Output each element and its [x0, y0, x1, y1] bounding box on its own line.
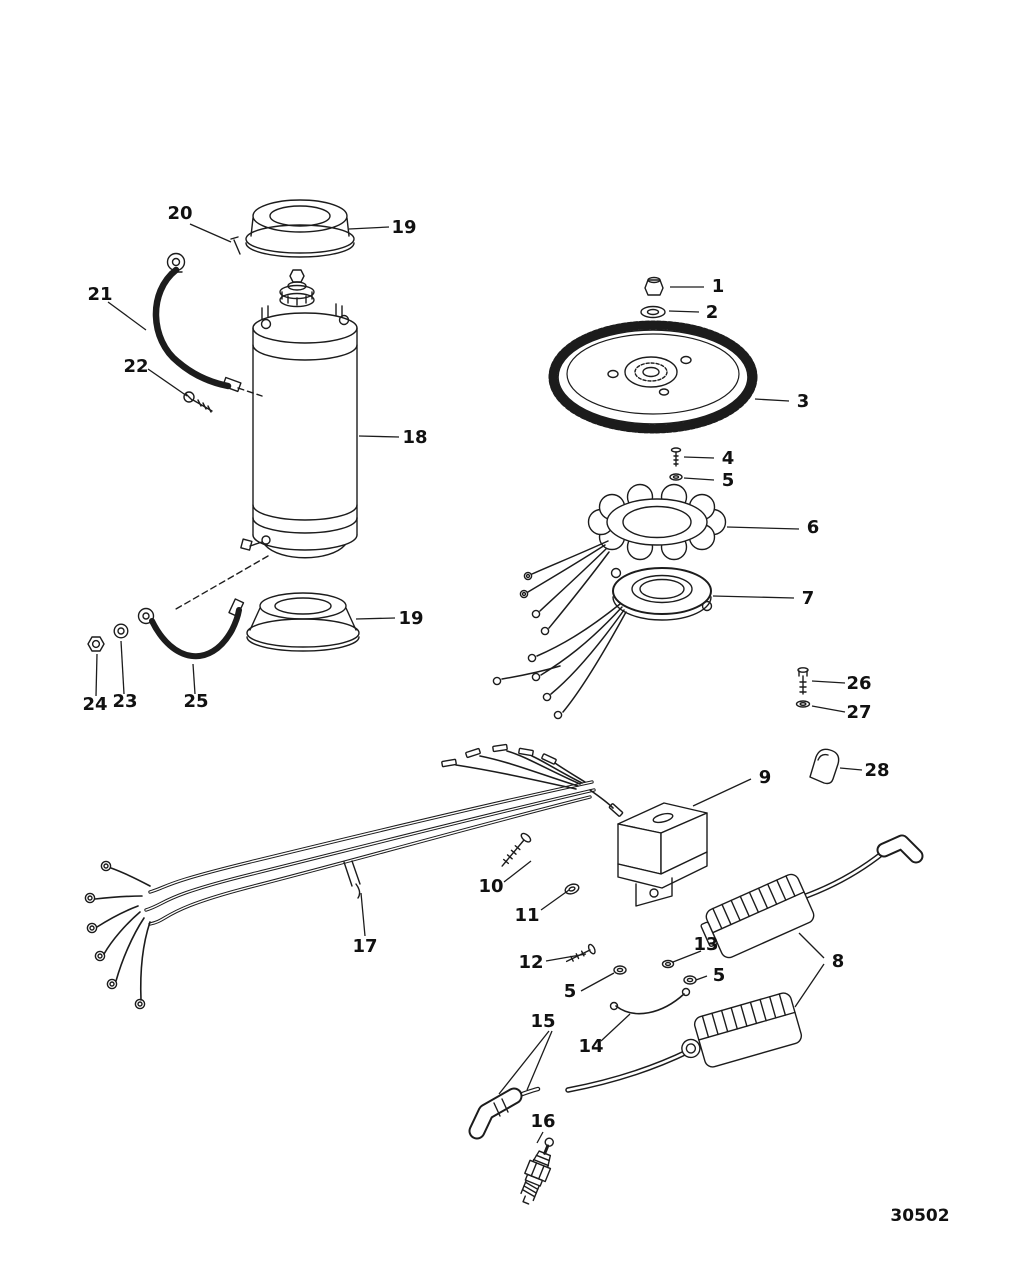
bracket-screw-drawing [501, 832, 580, 895]
screw-washer-drawing [669, 447, 683, 481]
spark-plug-boot-drawing [468, 1086, 541, 1140]
bottom-collar-drawing [246, 592, 360, 652]
battery-cable-drawing [152, 252, 263, 413]
callout-1: 1 [712, 276, 725, 297]
callout-13: 13 [693, 934, 718, 955]
flywheel-drawing [548, 276, 758, 434]
callout-27: 27 [846, 702, 871, 723]
callout-18: 18 [402, 427, 427, 448]
callout-10: 10 [478, 876, 503, 897]
callout-2: 2 [706, 302, 719, 323]
callout-16: 16 [530, 1111, 555, 1132]
callout-8: 8 [832, 951, 845, 972]
callout-4: 4 [722, 448, 735, 469]
callout-5: 5 [713, 965, 726, 986]
diagram-code: 30502 [890, 1206, 949, 1226]
stator-drawing [519, 483, 727, 636]
callout-17: 17 [352, 936, 377, 957]
harness-drawing [84, 743, 624, 1010]
bracket-drawing [617, 802, 708, 907]
callout-22: 22 [123, 356, 148, 377]
callout-7: 7 [802, 588, 815, 609]
callout-15: 15 [530, 1011, 555, 1032]
callout-5: 5 [564, 981, 577, 1002]
trigger-drawing [492, 567, 713, 720]
callout-12: 12 [518, 952, 543, 973]
callout-6: 6 [807, 517, 820, 538]
coil-hardware-drawing [565, 943, 697, 1015]
callout-24: 24 [82, 694, 107, 715]
spark-plug-drawing [520, 1137, 554, 1205]
leader-lines [95, 223, 863, 1144]
ignition-coil-top-drawing [700, 834, 924, 959]
callout-25: 25 [183, 691, 208, 712]
ignition-coil-bottom-drawing [565, 992, 803, 1093]
hardware-right-drawing [795, 667, 840, 785]
callout-9: 9 [759, 767, 772, 788]
pin-drawing [230, 236, 241, 255]
callout-26: 26 [846, 673, 871, 694]
callout-5: 5 [722, 470, 735, 491]
callout-21: 21 [87, 284, 112, 305]
callout-3: 3 [797, 391, 810, 412]
callout-19: 19 [391, 217, 416, 238]
callout-19: 19 [398, 608, 423, 629]
callout-23: 23 [112, 691, 137, 712]
callout-11: 11 [514, 905, 539, 926]
top-collar-drawing [245, 199, 355, 258]
callout-14: 14 [578, 1036, 603, 1057]
callout-28: 28 [864, 760, 889, 781]
ground-cable-drawing [87, 555, 269, 660]
callout-20: 20 [167, 203, 192, 224]
starter-motor-drawing [240, 269, 358, 559]
